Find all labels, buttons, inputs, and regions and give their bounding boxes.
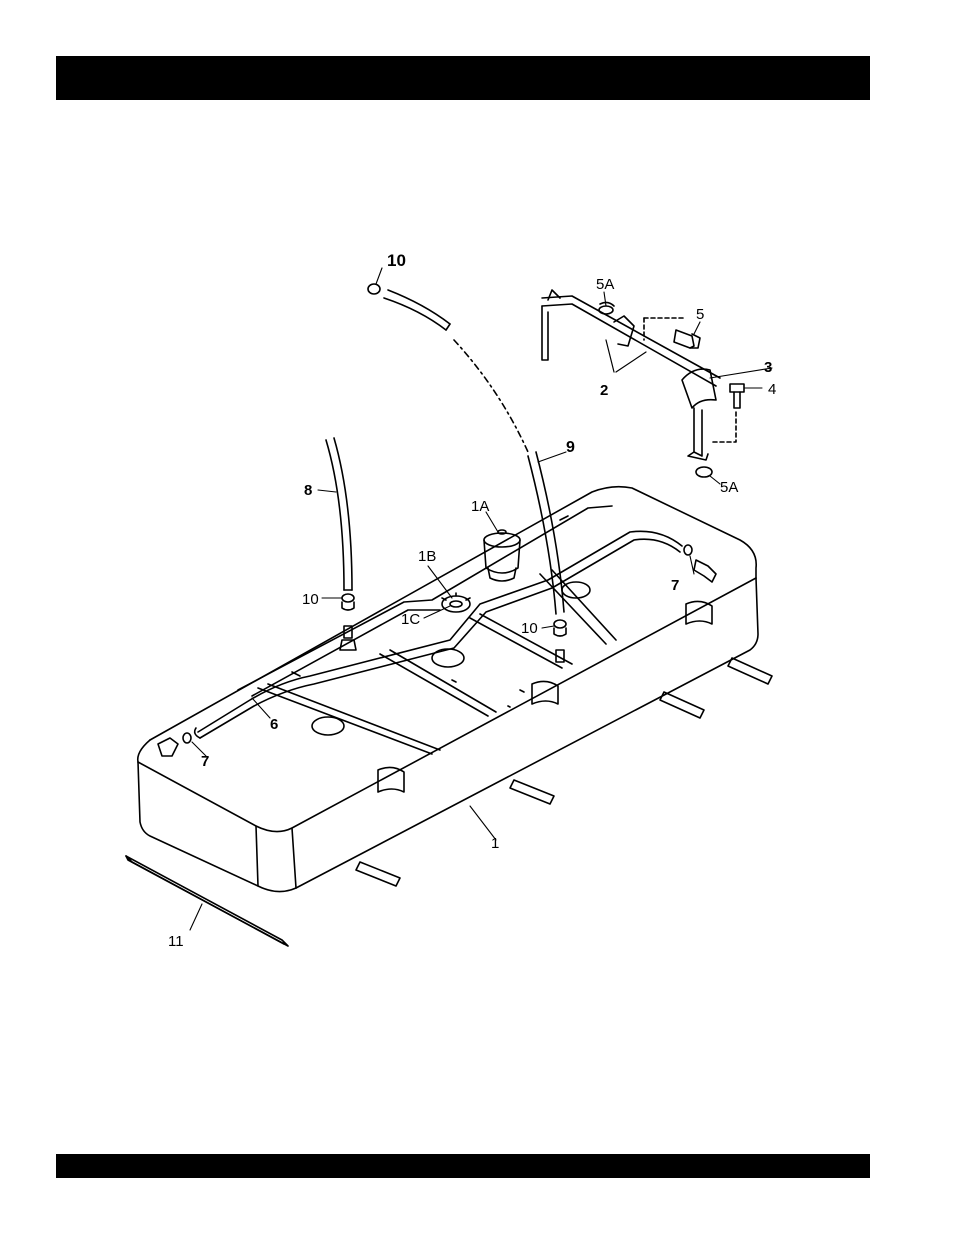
callout-6: 6 (270, 716, 278, 733)
callout-1C: 1C (401, 611, 420, 628)
callout-7-right: 7 (671, 577, 679, 594)
footer-bar (56, 1154, 870, 1178)
callout-2: 2 (600, 382, 608, 399)
elbow-fitting-right (684, 545, 716, 582)
callout-9: 9 (566, 439, 575, 456)
callout-4: 4 (768, 381, 776, 398)
return-line-6 (195, 531, 682, 738)
callout-11: 11 (168, 933, 184, 950)
filler-neck-1A (484, 530, 520, 581)
callout-8: 8 (304, 482, 312, 499)
callout-7-left: 7 (201, 753, 209, 770)
callout-5: 5 (696, 306, 704, 323)
bracket-assembly (542, 290, 720, 460)
callout-1A: 1A (471, 498, 489, 515)
callout-3: 3 (764, 359, 772, 376)
callout-10-left: 10 (302, 591, 319, 608)
callout-1B: 1B (418, 548, 436, 565)
callout-labels: 10 5A 5 3 2 4 9 8 5A 1A 1B 7 10 1C 10 6 … (168, 251, 776, 950)
callout-5A-top: 5A (596, 276, 614, 293)
hose-10-top (368, 284, 528, 452)
mounting-strips (126, 658, 772, 946)
callout-10-right: 10 (521, 620, 538, 637)
fuel-tank (138, 487, 758, 892)
callout-5A-bottom: 5A (720, 479, 738, 496)
hose-8 (326, 438, 356, 650)
elbow-fitting-left (158, 733, 191, 756)
callout-10-top: 10 (387, 251, 406, 270)
fuel-sender-1B (442, 593, 470, 612)
callout-1: 1 (491, 835, 499, 852)
